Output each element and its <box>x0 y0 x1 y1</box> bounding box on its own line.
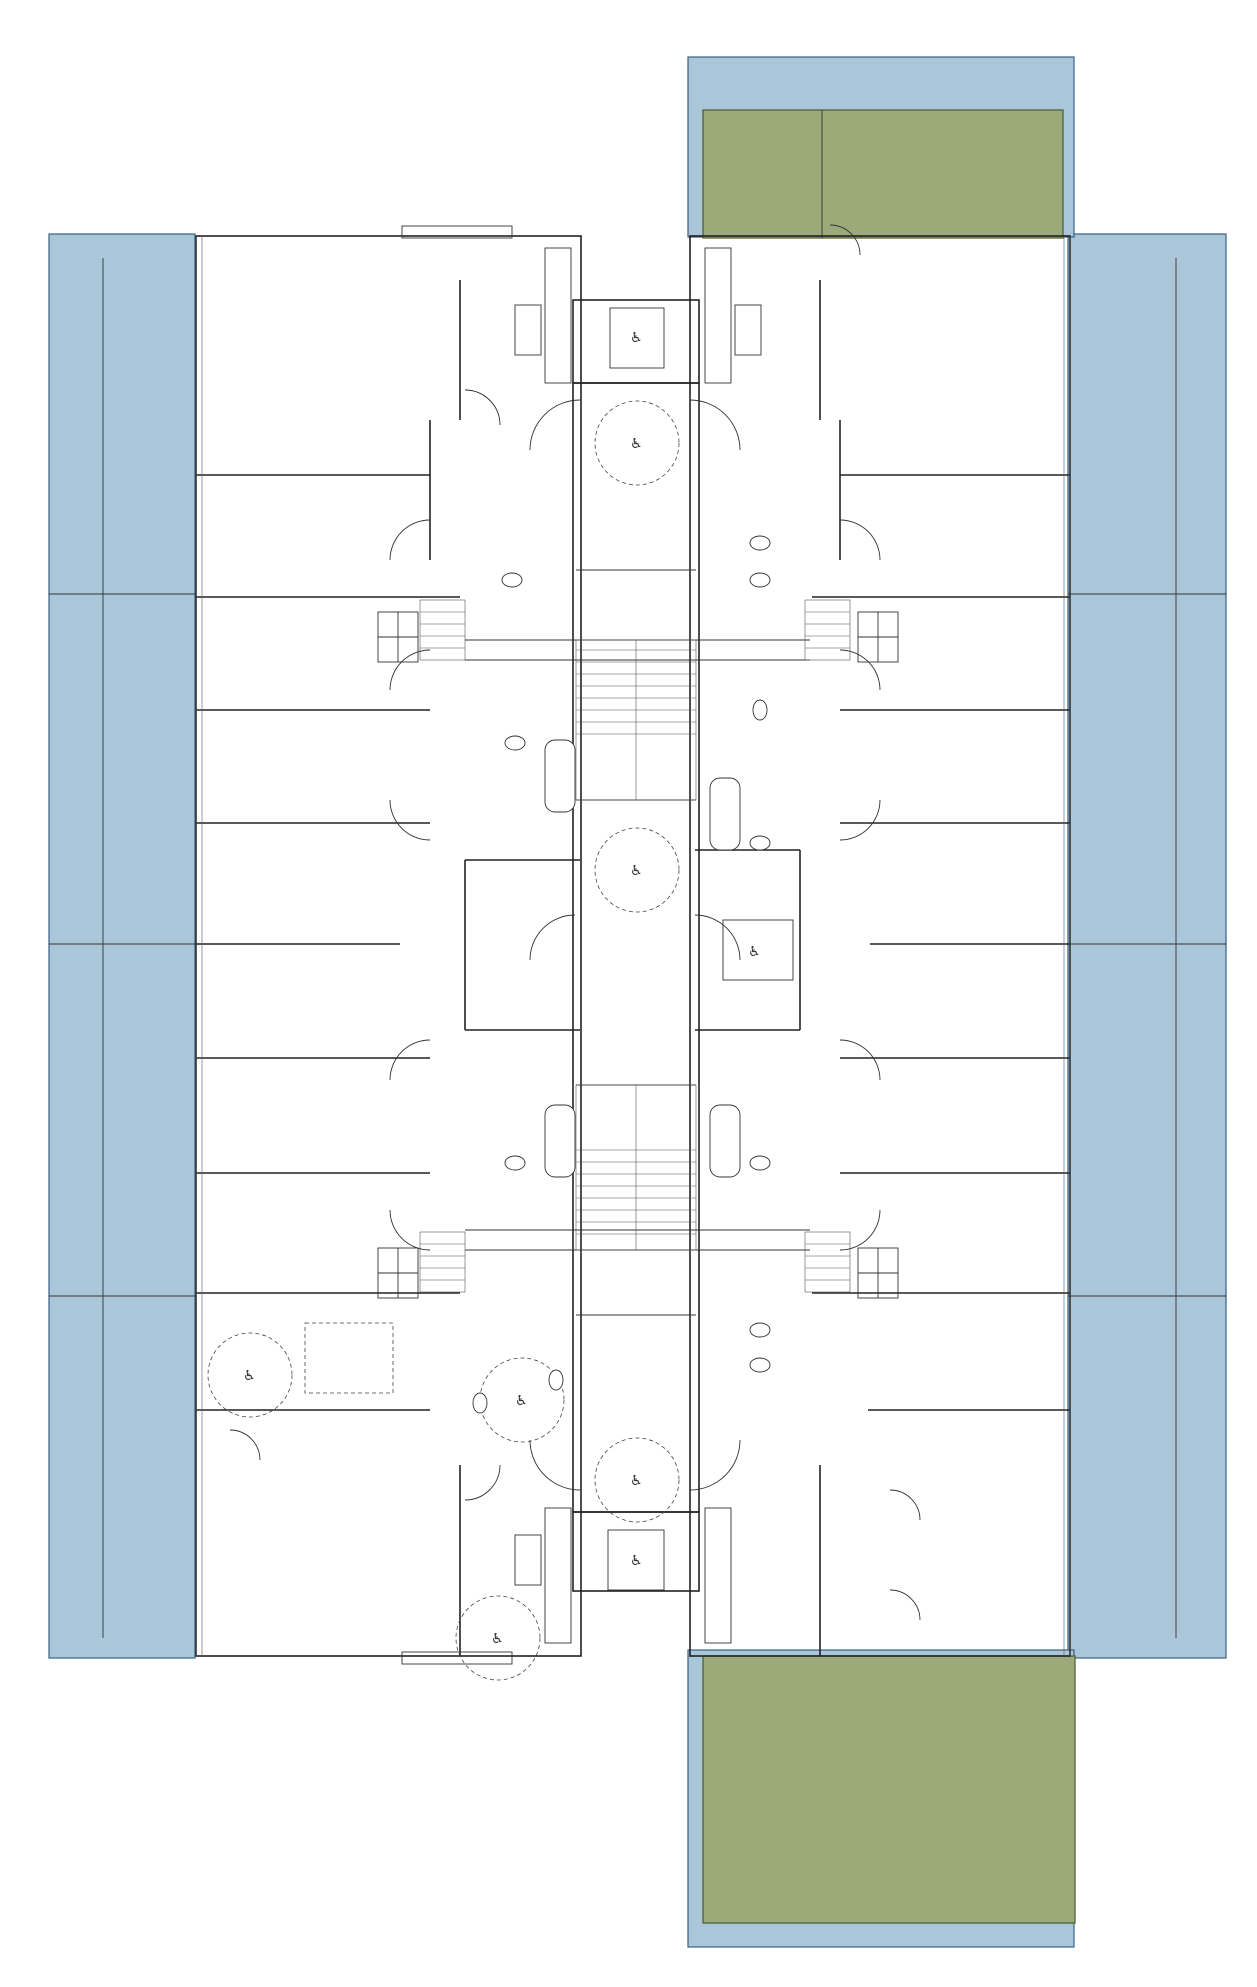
svg-text:♿: ♿ <box>630 1553 643 1569</box>
bathtub-icon <box>544 739 741 1178</box>
stair-icon <box>419 599 851 1293</box>
svg-text:♿: ♿ <box>748 944 761 960</box>
right-unit-partitions <box>695 280 1070 1656</box>
balcony-east <box>1067 233 1227 1659</box>
window-icon <box>377 225 899 1665</box>
toilet-icon <box>501 572 771 1391</box>
terrace-north <box>702 109 1064 239</box>
balcony-zones <box>48 56 1227 1948</box>
terrace-south <box>702 1655 1076 1924</box>
sink-icon <box>472 535 771 1414</box>
door-swing-icon <box>229 224 921 1621</box>
svg-text:♿: ♿ <box>491 1631 504 1647</box>
svg-text:♿: ♿ <box>515 1393 528 1409</box>
kitchen-counter-icon <box>514 247 762 1644</box>
svg-text:♿: ♿ <box>243 1368 256 1384</box>
svg-text:♿: ♿ <box>630 330 643 346</box>
balcony-west <box>48 233 196 1659</box>
svg-text:♿: ♿ <box>630 863 643 879</box>
facade-mullions <box>195 236 1071 1656</box>
left-unit-partitions <box>196 280 580 1656</box>
svg-text:♿: ♿ <box>630 1473 643 1489</box>
balcony-rails <box>49 110 1226 1638</box>
svg-text:♿: ♿ <box>630 436 643 452</box>
core-corridor <box>465 569 810 1316</box>
wheelchair-icon: ♿ ♿ ♿ ♿ ♿ ♿ ♿ ♿ ♿ <box>207 307 794 1681</box>
